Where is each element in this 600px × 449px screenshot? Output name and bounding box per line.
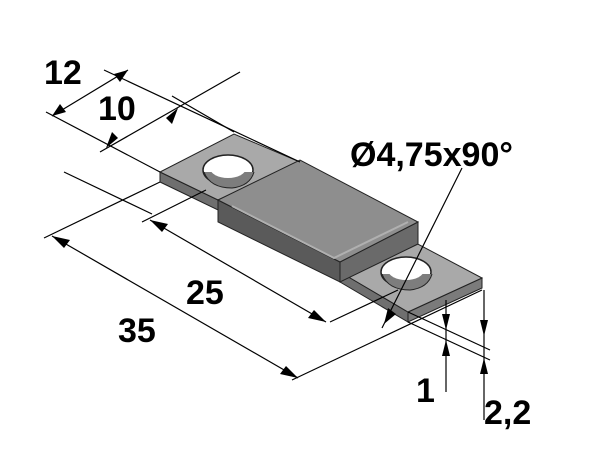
ext-35-right: [291, 289, 483, 381]
mounting-hole-right-inner: [388, 260, 424, 280]
ext-12-bottom: [45, 111, 161, 173]
dim-10-label: 10: [98, 90, 136, 128]
ext-25-right: [329, 289, 399, 323]
dim-12-line: [51, 69, 129, 117]
arrow-35-a: [52, 236, 70, 248]
body-top-edge: [231, 205, 409, 260]
arrow-12-b: [114, 70, 128, 82]
dim-10-line: [99, 71, 241, 153]
dim-2-2-label: 2,2: [484, 394, 531, 432]
dim-hole-label: Ø4,75x90°: [350, 136, 513, 174]
ext-25-left: [141, 189, 207, 223]
dim-25-label: 25: [186, 274, 224, 312]
ext-35-left: [43, 181, 161, 239]
ext-10-top: [171, 95, 235, 133]
dim-35-label: 35: [118, 312, 156, 350]
ext-thk-1: [407, 321, 491, 361]
arrow-10-a: [106, 132, 118, 148]
ext-thk-2: [407, 311, 491, 351]
fuse-part: [158, 133, 484, 323]
arrow-25-b: [308, 310, 326, 322]
arrow-25-a: [150, 220, 168, 232]
mounting-hole-left-bevel: [203, 171, 255, 189]
hole-leader: [381, 167, 463, 329]
arrow-hole: [384, 308, 396, 324]
mounting-hole-left-inner: [210, 158, 246, 178]
arrow-1-a: [442, 314, 450, 330]
arrowheads: [52, 70, 488, 378]
arrow-2-2-a: [480, 320, 488, 336]
arrow-10-b: [166, 108, 178, 124]
dim-35-line: [51, 235, 299, 379]
ext-12-top: [103, 69, 301, 163]
mounting-hole-right-bevel: [381, 273, 433, 291]
dim-25-line: [149, 219, 327, 323]
dim-1-label: 1: [416, 372, 435, 410]
arrow-12-a: [52, 104, 66, 116]
arrow-2-2-b: [480, 358, 488, 374]
arrow-35-b: [280, 366, 298, 378]
ext-10-bottom: [63, 171, 153, 215]
arrow-1-b: [442, 340, 450, 356]
dim-12-label: 12: [44, 54, 82, 92]
